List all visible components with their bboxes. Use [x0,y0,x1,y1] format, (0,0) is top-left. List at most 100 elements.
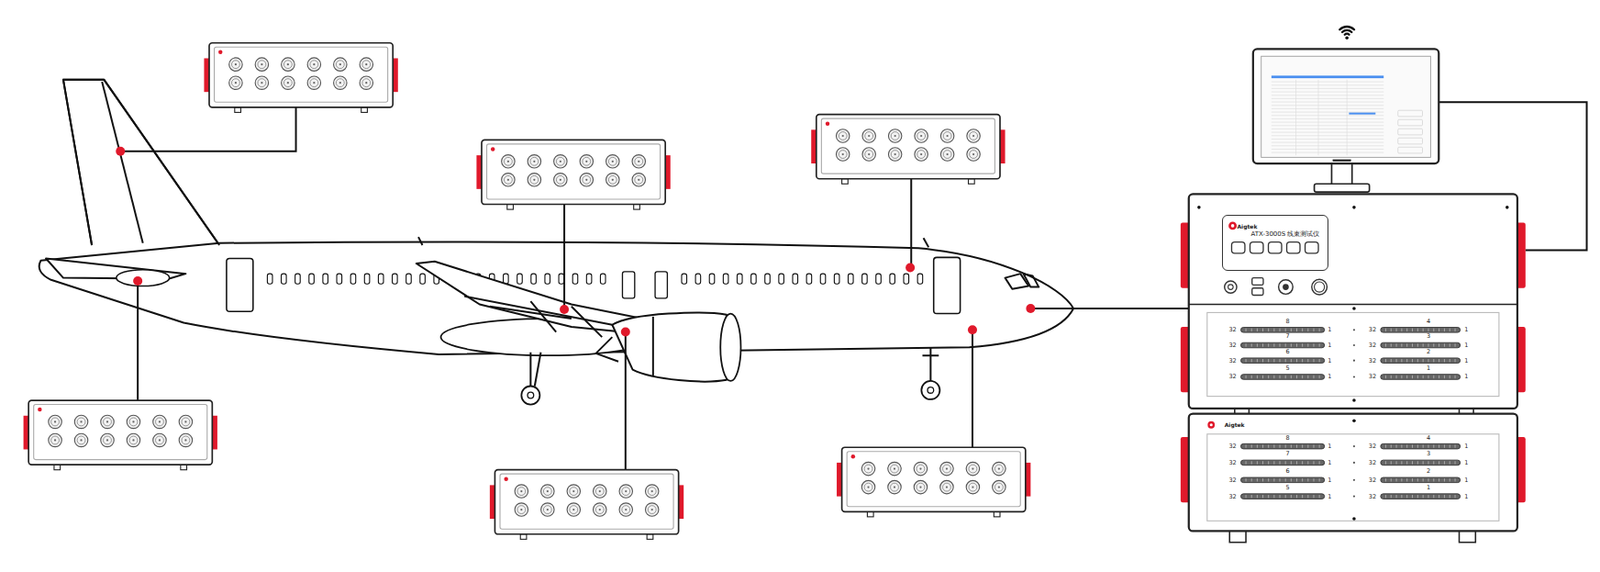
connector-pin [1390,460,1392,464]
window [406,273,412,284]
connector-ring [362,78,371,88]
round-connector [579,155,593,168]
connector-pin [1273,358,1275,362]
box-panel [487,144,661,200]
connector-ring [942,482,951,491]
connector-pin [1400,477,1402,481]
connector-panel [1207,433,1500,522]
connector-pin [1427,477,1429,481]
connector-pin [1422,375,1424,378]
connector-pin [637,160,640,163]
connector-pin [1296,358,1298,362]
round-connector [153,414,167,428]
connector-pin [520,508,523,511]
connector-number: 6 [1286,467,1290,475]
round-connector [307,57,321,71]
connector-ring [543,505,552,514]
connector-pin [1307,477,1309,481]
connector-number: 1 [1464,373,1468,380]
connector-ring [968,464,978,473]
connector-pin [1296,375,1298,378]
connector-pin [234,81,237,84]
round-connector [153,433,167,446]
connector-pin [1417,460,1419,464]
round-connector [359,76,373,89]
connector-ring [181,417,190,426]
window [806,273,812,284]
connector-pin [1307,343,1309,346]
screen-row [1271,144,1384,146]
breakout-box [489,469,684,540]
connector-pin [1245,375,1247,378]
connector-pin [1285,328,1287,332]
window [917,273,923,284]
connector-ring [864,482,873,491]
box-outline [209,43,393,108]
connector-pin [1251,460,1253,464]
connector-pin [1411,477,1413,481]
connector-pin [1433,328,1434,332]
harness-connector [1380,342,1461,348]
connector-pin [1279,444,1281,447]
connector-number: 32 [1368,477,1377,484]
connector-number: 32 [1228,373,1236,380]
test-point-dot [967,324,978,334]
screen-button [1398,128,1423,135]
connector-pin [1307,328,1309,332]
harness-tester [1180,193,1526,542]
connector-pin [599,489,601,492]
connector-pin [1290,375,1292,378]
connector-pin [1444,375,1445,378]
connector-pin [1290,328,1292,332]
box-outline [842,446,1026,512]
connector-pin [1245,343,1247,346]
connector-pin [1427,343,1429,346]
round-connector [255,76,268,89]
wheel-hub [927,387,934,394]
connector-ring [77,435,86,445]
screen-highlight [1348,111,1376,114]
round-connector [554,173,567,187]
connector-pin [611,160,614,163]
screw [1352,419,1356,423]
connector-pin [1390,343,1392,346]
connector-pin [158,438,161,441]
round-connector [501,155,515,168]
connector-ring [129,435,138,445]
test-point-dot [621,327,631,337]
connector-pin [1251,444,1253,447]
connector-pin [1251,358,1253,362]
round-connector [862,129,876,143]
connector-pin [1411,375,1413,378]
connector-pin [624,508,627,511]
connector-pin [1422,343,1424,346]
connector-pin [1285,477,1287,481]
connector-pin [1279,494,1281,498]
connector-pin [1455,477,1456,481]
connector-ring [530,156,539,166]
connector-number: 32 [1368,326,1377,334]
connector-pin [79,420,82,423]
connector-pin [1385,328,1387,332]
screen-row [1271,91,1384,93]
window [847,273,854,284]
connector-ring [335,60,345,69]
round-connector [606,155,620,168]
connector-pin [1385,477,1387,481]
connector-ring [943,150,952,159]
connector-pin [1273,343,1275,346]
connector-pin [585,178,588,181]
tail-fin-edge [63,79,220,245]
screen-row [1271,101,1384,103]
connector-ring [608,175,617,184]
connector-pin [1406,477,1408,481]
connector-ring [838,150,847,159]
connector-pin [945,153,948,156]
round-connector [281,76,295,89]
connector-pin [1290,343,1292,346]
connector-number: 7 [1286,333,1290,340]
connector-ring [595,487,604,496]
connector-ring [503,175,512,184]
window [778,273,785,284]
connector-pin [1273,494,1275,498]
